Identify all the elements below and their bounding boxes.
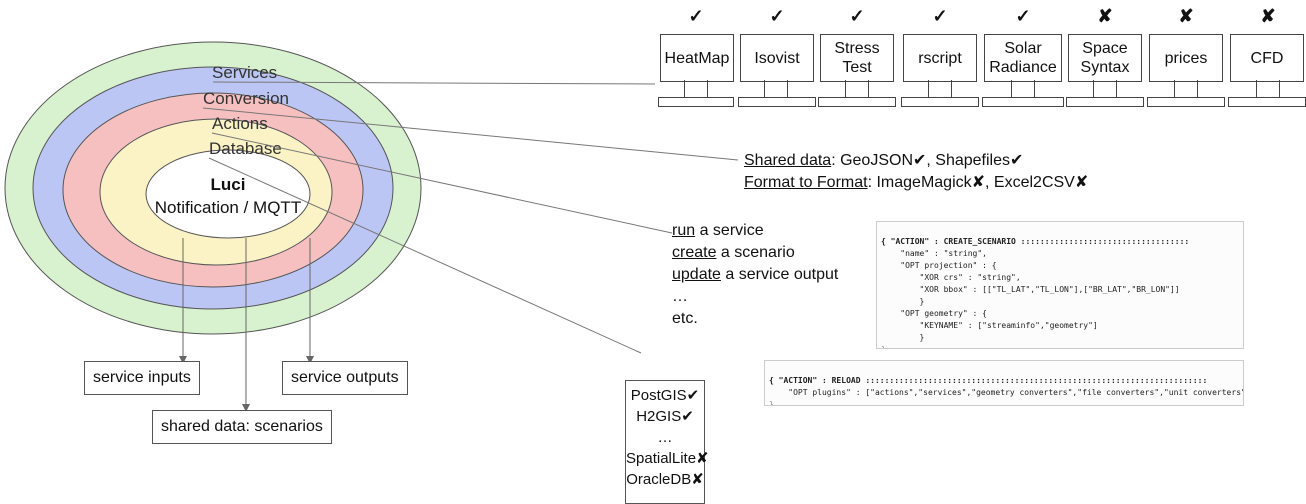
core-subtitle: Notification / MQTT	[155, 198, 301, 217]
code-line: "OPT geometry" : {	[881, 309, 987, 318]
service-isovist-stand	[764, 80, 788, 97]
format-to-format-label: Format to Format	[744, 174, 868, 191]
db-ellipsis: …	[657, 429, 673, 446]
code-line: { "ACTION" : RELOAD ::::::::::::::::::::…	[769, 376, 1208, 385]
code-line: "name" : "string",	[881, 249, 987, 258]
db-postgis: PostGIS✔	[630, 387, 700, 404]
action-rest: a service	[695, 222, 764, 239]
code-line: } ......................................…	[769, 400, 1189, 406]
service-space-syntax-base	[1066, 97, 1144, 107]
reload-code: { "ACTION" : RELOAD ::::::::::::::::::::…	[764, 360, 1244, 406]
service-cfd-base	[1228, 97, 1306, 107]
service-outputs-box: service outputs	[282, 361, 408, 395]
action-etc: etc.	[672, 310, 698, 327]
code-line: } ......................................…	[881, 344, 1239, 348]
format-to-format-tools: : ImageMagick✘, Excel2CSV✘	[867, 174, 1089, 191]
action-create: create a scenario	[672, 244, 795, 262]
services-label: Services	[212, 63, 277, 82]
conversion-connector	[202, 107, 739, 161]
service-prices-base	[1147, 97, 1225, 107]
shared-scenarios-box: shared data: scenarios	[152, 410, 332, 444]
service-rscript-stand	[928, 80, 952, 97]
db-h2gis: H2GIS✔	[636, 408, 694, 425]
action-update: update a service output	[672, 266, 838, 284]
service-inputs-box: service inputs	[84, 361, 200, 395]
service-rscript-base	[901, 97, 979, 107]
database-box: PostGIS✔ H2GIS✔ … SpatialLite✘ OracleDB✘	[625, 380, 709, 504]
action-verb: update	[672, 266, 721, 283]
db-spatiallite: SpatialLite✘	[626, 450, 709, 467]
status-cfd: ✘	[1260, 6, 1276, 26]
db-oracledb: OracleDB✘	[626, 471, 704, 488]
shared-data-formats: : GeoJSON✔, Shapefiles✔	[831, 152, 1024, 169]
actions-connector	[211, 132, 673, 234]
action-run: run a service	[672, 222, 764, 240]
service-cfd-stand	[1256, 80, 1280, 97]
service-stress-test-base	[818, 97, 896, 107]
core-ellipse	[145, 149, 311, 239]
service-cfd: CFD	[1230, 34, 1304, 82]
status-prices: ✘	[1178, 6, 1194, 26]
action-rest: a service output	[720, 266, 839, 283]
service-rscript: rscript	[903, 34, 977, 82]
service-isovist-base	[738, 97, 816, 107]
conversion-format-to-format: Format to Format: ImageMagick✘, Excel2CS…	[744, 172, 1088, 192]
core-title: Luci	[211, 175, 246, 194]
code-line: "XOR bbox" : [["TL_LAT","TL_LON"],["BR_L…	[881, 285, 1180, 294]
code-line: "KEYNAME" : ["streaminfo","geometry"]	[881, 321, 1098, 330]
service-prices: prices	[1149, 34, 1223, 82]
service-stress-test-stand	[845, 80, 869, 97]
action-ellipsis: …	[672, 288, 688, 305]
database-label: Database	[209, 139, 282, 158]
service-isovist: Isovist	[740, 34, 814, 82]
action-verb: run	[672, 222, 696, 239]
service-heatmap-base	[658, 97, 734, 107]
status-solar-radiance: ✓	[1015, 6, 1031, 26]
actions-label: Actions	[212, 114, 268, 133]
code-line: "XOR crs" : "string",	[881, 273, 1021, 282]
conversion-shared-data: Shared data: GeoJSON✔, Shapefiles✔	[744, 150, 1023, 170]
code-line: "OPT projection" : {	[881, 261, 997, 270]
code-line: }	[881, 333, 925, 342]
status-stress-test: ✓	[849, 6, 865, 26]
status-heatmap: ✓	[688, 6, 704, 26]
action-rest: a scenario	[716, 244, 795, 261]
code-line: }	[881, 297, 925, 306]
service-prices-stand	[1174, 80, 1198, 97]
service-solar-radiance-stand	[1011, 80, 1035, 97]
services-connector	[212, 81, 656, 85]
code-line: { "ACTION" : CREATE_SCENARIO :::::::::::…	[881, 237, 1190, 246]
service-space-syntax-stand	[1093, 80, 1117, 97]
shared-data-label: Shared data	[744, 152, 832, 169]
create-scenario-code: { "ACTION" : CREATE_SCENARIO :::::::::::…	[876, 221, 1244, 349]
status-isovist: ✓	[769, 6, 785, 26]
status-space-syntax: ✘	[1097, 6, 1113, 26]
service-heatmap: HeatMap	[660, 34, 734, 82]
code-line: "OPT plugins" : ["actions","services","g…	[769, 388, 1244, 397]
conversion-label: Conversion	[203, 89, 289, 108]
service-solar-radiance-base	[982, 97, 1064, 107]
status-rscript: ✓	[932, 6, 948, 26]
action-verb: create	[672, 244, 717, 261]
database-connector	[208, 157, 642, 354]
service-heatmap-stand	[684, 80, 708, 97]
